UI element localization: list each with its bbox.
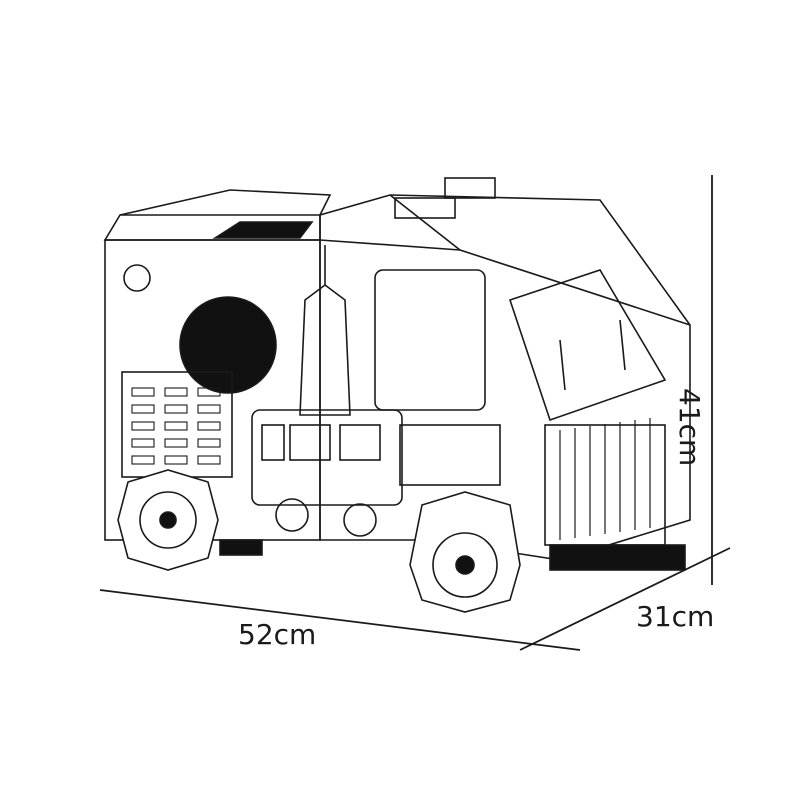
height-label: 41cm: [673, 388, 706, 467]
wheel-rear: [117, 469, 219, 571]
truck-cab: [319, 194, 691, 561]
depth-label: 31cm: [636, 600, 715, 633]
wheel-front: [409, 491, 521, 613]
dimension-lines: [99, 175, 731, 651]
width-label: 52cm: [238, 618, 317, 651]
